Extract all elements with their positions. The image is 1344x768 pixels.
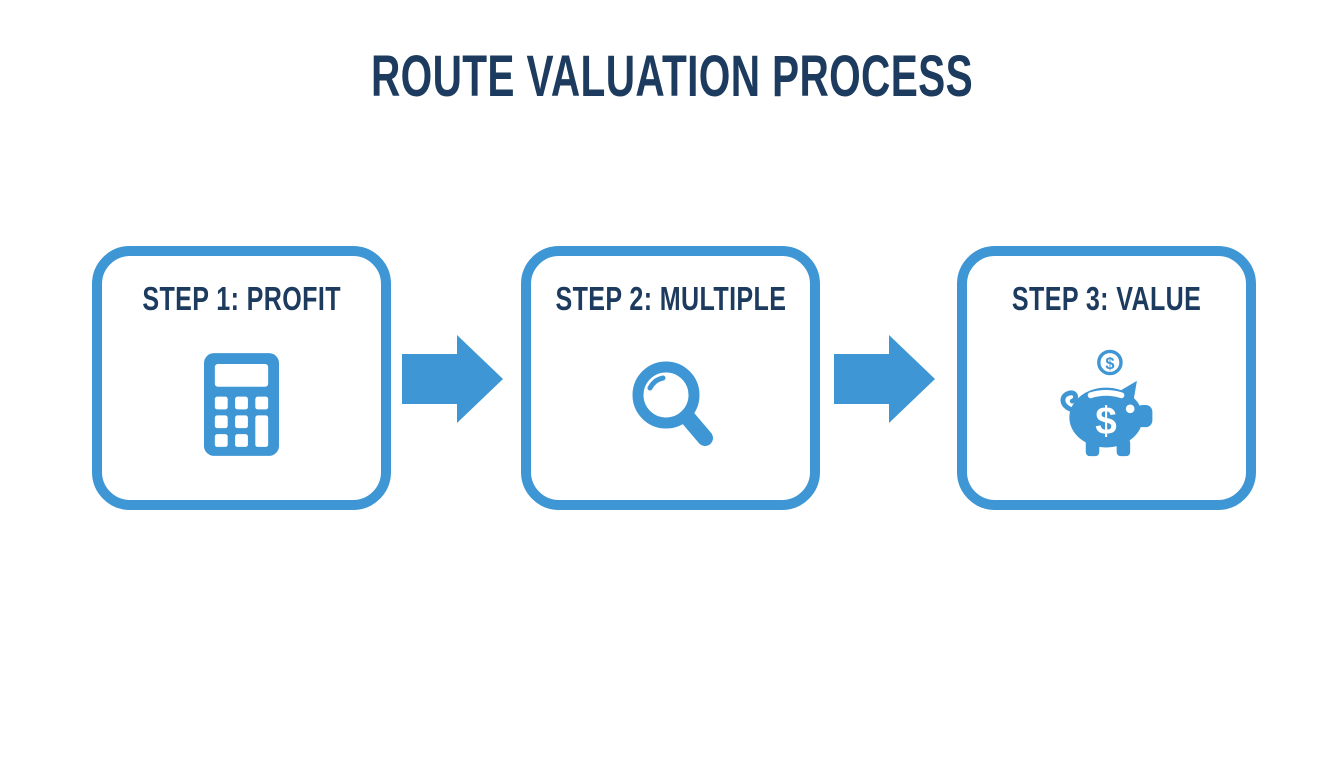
step-box-multiple: STEP 2: MULTIPLE <box>521 246 820 510</box>
calculator-icon <box>204 318 279 500</box>
right-arrow-icon <box>402 335 503 423</box>
piggy-bank-icon: $ $ <box>1049 318 1165 500</box>
step-label: STEP 1: PROFIT <box>142 280 341 317</box>
coin-dollar-glyph: $ <box>1105 355 1114 373</box>
step-box-value: STEP 3: VALUE $ <box>957 246 1256 510</box>
magnifier-icon <box>623 318 719 500</box>
step-box-profit: STEP 1: PROFIT <box>92 246 391 510</box>
step-label: STEP 2: MULTIPLE <box>555 280 786 317</box>
step-label: STEP 3: VALUE <box>1011 280 1202 317</box>
right-arrow-icon <box>834 335 935 423</box>
page-title: ROUTE VALUATION PROCESS <box>370 44 974 109</box>
dollar-glyph: $ <box>1095 400 1116 443</box>
